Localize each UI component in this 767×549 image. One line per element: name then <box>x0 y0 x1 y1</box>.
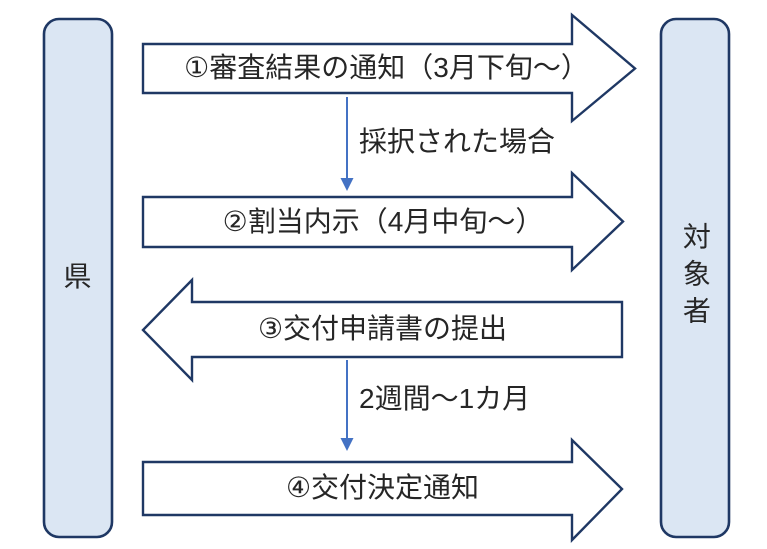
connector-1-label: 採択された場合 <box>359 125 556 157</box>
right-actor-label: 対象者 <box>679 222 711 333</box>
connector-down-arrow-2 <box>340 360 354 451</box>
connector-1-arrowhead-icon <box>340 178 354 191</box>
step3-label: ③交付申請書の提出 <box>257 313 508 345</box>
step4-right-arrow-shape <box>141 437 624 543</box>
left-actor-label: 県 <box>63 261 92 293</box>
connector-2-label: 2週間～1カ月 <box>359 382 531 414</box>
step1-right-arrow-shape <box>141 12 637 124</box>
step4-label: ④交付決定通知 <box>285 472 480 504</box>
left-actor-box <box>42 17 114 539</box>
step2-right-arrow-shape <box>141 170 625 273</box>
right-actor-box <box>659 17 731 539</box>
connector-down-arrow-1 <box>340 97 354 191</box>
step1-label: ①審査結果の通知（3月下旬～） <box>184 52 589 84</box>
step3-left-arrow-shape <box>141 277 624 383</box>
step2-label: ②割当内示（4月中旬～） <box>222 205 544 237</box>
connector-2-arrowhead-icon <box>340 438 354 451</box>
